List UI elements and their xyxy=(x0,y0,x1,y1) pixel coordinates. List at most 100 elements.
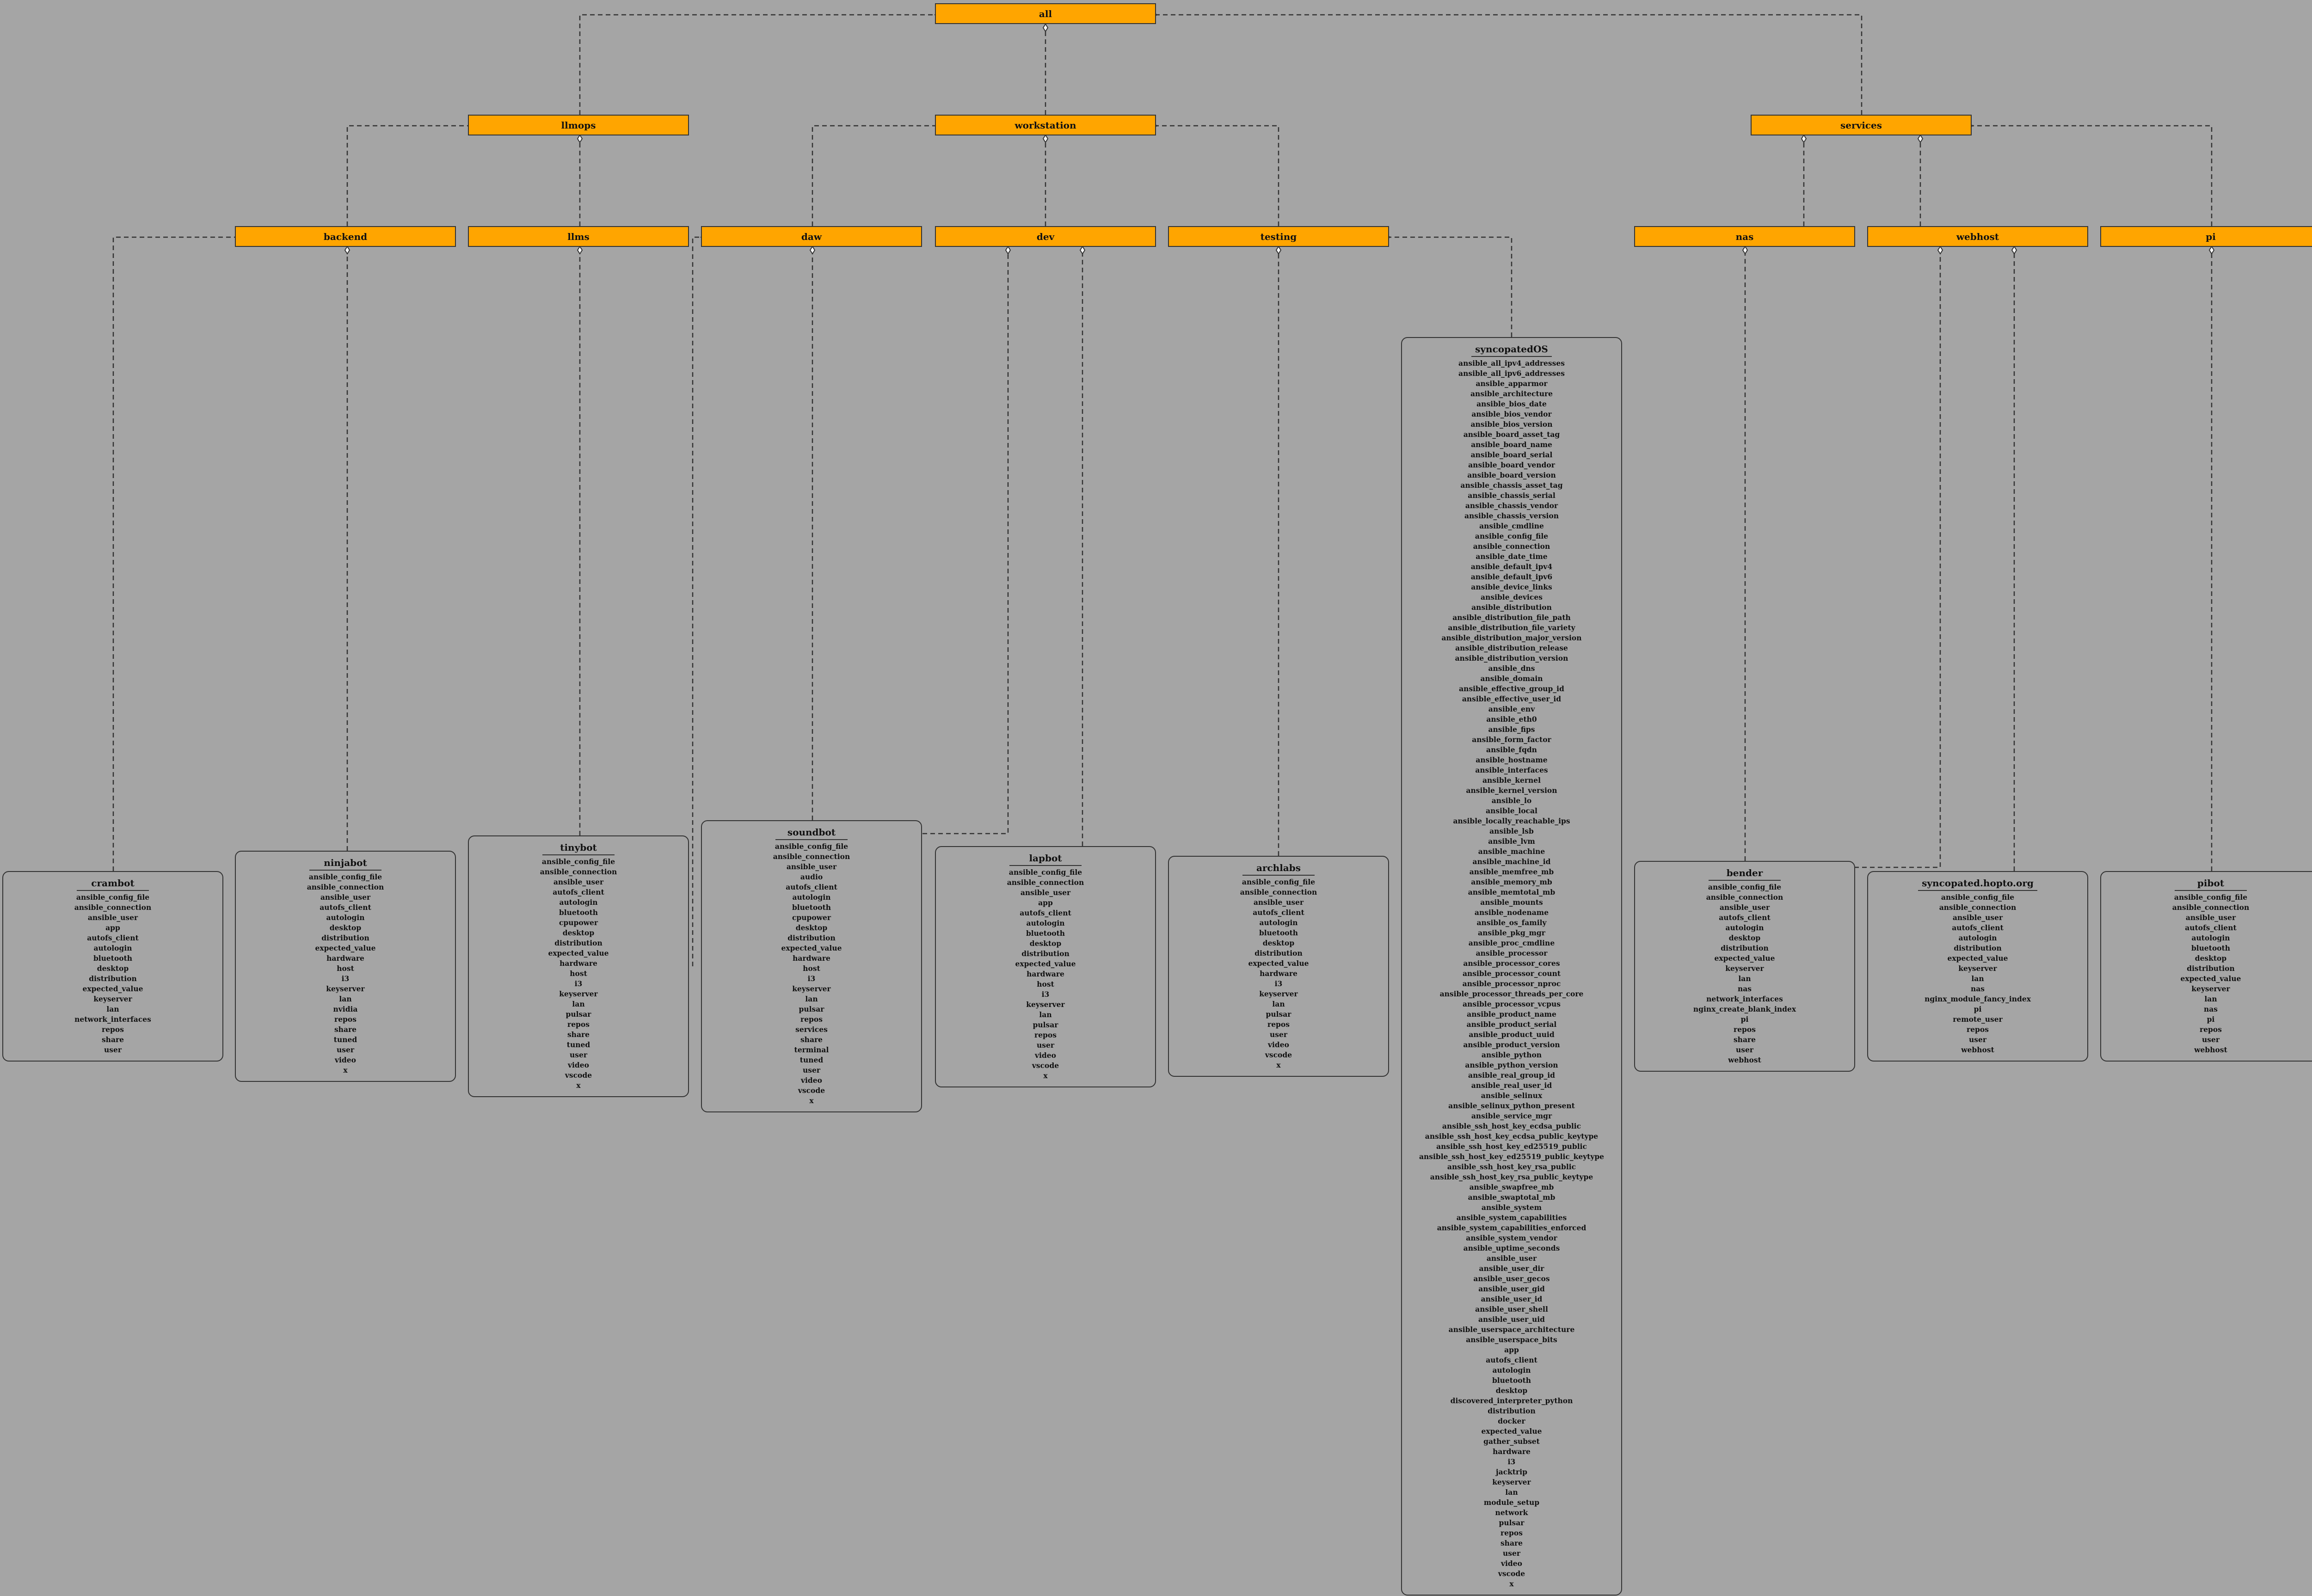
group-services[interactable]: services xyxy=(1751,115,1972,135)
host-var: bluetooth xyxy=(2191,944,2231,952)
host-var: share xyxy=(101,1035,124,1044)
host-var: ansible_processor_threads_per_core xyxy=(1439,989,1584,998)
host-var: ansible_config_file xyxy=(775,842,849,851)
edge-marker xyxy=(1275,246,1282,255)
group-testing[interactable]: testing xyxy=(1168,226,1389,247)
group-webhost[interactable]: webhost xyxy=(1867,226,2088,247)
host-var: ansible_ssh_host_key_rsa_public_keytype xyxy=(1430,1172,1593,1181)
host-var: repos xyxy=(334,1015,357,1024)
host-var: ansible_lo xyxy=(1491,796,1532,805)
host-var: remote_user xyxy=(1953,1015,2003,1024)
host-var: ansible_config_file xyxy=(2174,893,2248,902)
host-var: ansible_config_file xyxy=(76,893,150,902)
host-var: ansible_interfaces xyxy=(1475,766,1548,774)
group-daw[interactable]: daw xyxy=(701,226,922,247)
host-var: distribution xyxy=(1254,949,1303,958)
host-var: ansible_default_ipv4 xyxy=(1470,562,1553,571)
host-var: autofs_client xyxy=(2185,923,2237,932)
host-var: autofs_client xyxy=(553,888,604,896)
host-var: pi xyxy=(1740,1015,1749,1024)
host-var: ansible_kernel_version xyxy=(1466,786,1557,795)
host-var: share xyxy=(567,1030,590,1039)
host-var: ansible_swaptotal_mb xyxy=(1468,1193,1556,1202)
host-var: ansible_user xyxy=(1719,903,1770,912)
group-llmops[interactable]: llmops xyxy=(468,115,689,135)
host-var: pulsar xyxy=(1033,1020,1058,1029)
host-var: ansible_devices xyxy=(1481,593,1543,602)
host-var: network_interfaces xyxy=(74,1015,151,1024)
host-name: ninjabot xyxy=(309,857,381,871)
host-var: ansible_board_name xyxy=(1471,440,1552,449)
host-var: lan xyxy=(2204,994,2217,1003)
host-var: app xyxy=(1504,1345,1519,1354)
host-var: host xyxy=(570,969,587,978)
host-var: autologin xyxy=(93,944,132,952)
host-var: ansible_connection xyxy=(307,883,384,891)
host-var: ansible_chassis_serial xyxy=(1468,491,1556,500)
host-var: video xyxy=(1035,1051,1056,1060)
host-var: ansible_selinux xyxy=(1481,1091,1543,1100)
host-var: ansible_connection xyxy=(1939,903,2017,912)
group-pi[interactable]: pi xyxy=(2100,226,2312,247)
host-var: keyserver xyxy=(93,994,132,1003)
host-var: repos xyxy=(1034,1031,1057,1039)
host-var: lan xyxy=(1272,1000,1285,1008)
host-var: keyserver xyxy=(559,989,598,998)
host-var: ansible_bios_date xyxy=(1476,399,1547,408)
host-var: desktop xyxy=(1262,939,1295,947)
group-dev[interactable]: dev xyxy=(935,226,1156,247)
host-var: ansible_cmdline xyxy=(1479,522,1544,530)
host-var: share xyxy=(800,1035,823,1044)
host-var: ansible_product_uuid xyxy=(1469,1030,1555,1039)
host-var: repos xyxy=(1734,1025,1756,1034)
host-var: ansible_product_version xyxy=(1463,1040,1560,1049)
host-name: archlabs xyxy=(1242,862,1315,876)
host-var: repos xyxy=(1267,1020,1290,1029)
host-var: user xyxy=(104,1045,122,1054)
host-var: repos xyxy=(800,1015,823,1024)
host-var: ansible_default_ipv6 xyxy=(1470,572,1553,581)
host-var: share xyxy=(1733,1035,1756,1044)
group-backend[interactable]: backend xyxy=(235,226,456,247)
host-var: pulsar xyxy=(1499,1518,1525,1527)
host-var: i3 xyxy=(574,979,583,988)
host-var: expected_value xyxy=(1015,959,1076,968)
group-nas[interactable]: nas xyxy=(1634,226,1855,247)
host-var: ansible_board_version xyxy=(1467,471,1556,479)
host-var: nginx_module_fancy_index xyxy=(1925,994,2031,1003)
host-var: ansible_memtotal_mb xyxy=(1468,888,1556,896)
host-var: ansible_system_capabilities_enforced xyxy=(1437,1223,1586,1232)
host-var: user xyxy=(1735,1045,1754,1054)
edge-marker xyxy=(1917,134,1924,143)
host-var: expected_value xyxy=(1248,959,1309,968)
host-var: ansible_config_file xyxy=(308,872,382,881)
host-var: app xyxy=(105,923,120,932)
edge-marker xyxy=(1937,246,1943,255)
group-llms[interactable]: llms xyxy=(468,226,689,247)
edge-marker xyxy=(1042,134,1049,143)
group-all[interactable]: all xyxy=(935,3,1156,24)
host-var: ansible_domain xyxy=(1480,674,1543,683)
host-var: keyserver xyxy=(1026,1000,1065,1009)
host-var: lan xyxy=(1505,1488,1518,1497)
host-var: ansible_nodename xyxy=(1474,908,1549,917)
group-workstation[interactable]: workstation xyxy=(935,115,1156,135)
host-var: desktop xyxy=(1728,933,1761,942)
host-var: ansible_chassis_asset_tag xyxy=(1460,481,1563,490)
host-var: ansible_distribution_release xyxy=(1455,644,1568,652)
host-var: ansible_user xyxy=(1253,898,1304,907)
host-var: network xyxy=(1495,1508,1528,1517)
host-var: x xyxy=(1276,1061,1281,1069)
edge-marker xyxy=(1742,246,1748,255)
edge-marker xyxy=(1042,23,1049,32)
